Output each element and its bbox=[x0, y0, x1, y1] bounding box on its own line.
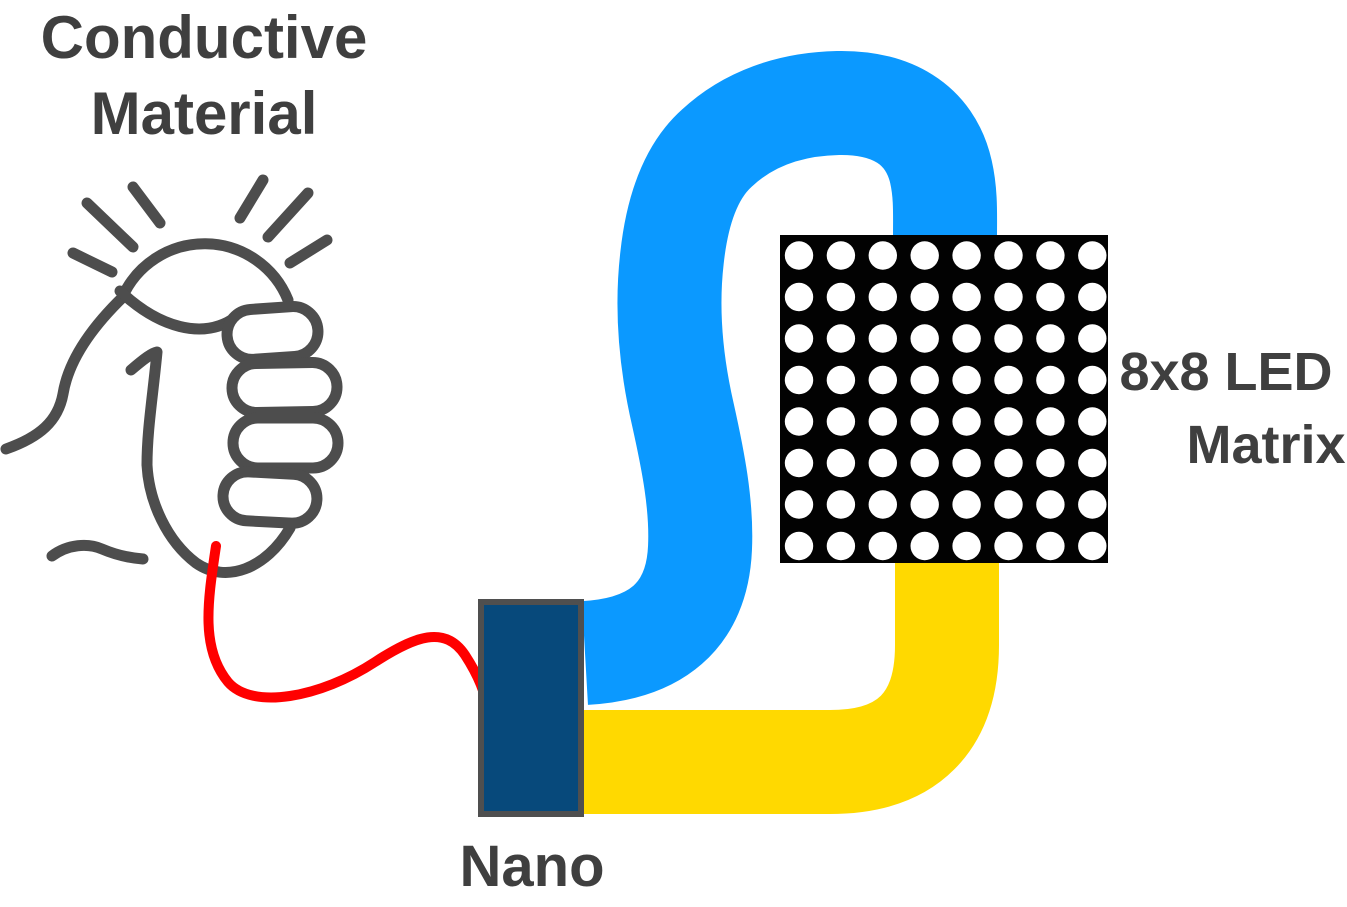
led-dot bbox=[868, 490, 897, 519]
led-dot bbox=[1036, 365, 1065, 395]
finger-4 bbox=[217, 466, 323, 529]
led-dot bbox=[1078, 365, 1107, 395]
led-dot bbox=[952, 365, 981, 395]
led-dot bbox=[868, 407, 897, 436]
led-dot bbox=[1078, 448, 1107, 478]
sparkle-lines-icon bbox=[67, 174, 333, 278]
led-dot bbox=[910, 282, 939, 312]
led-dot bbox=[1036, 490, 1065, 519]
led-dot bbox=[784, 407, 814, 436]
finger-1 bbox=[221, 301, 324, 365]
yellow-wire bbox=[582, 562, 999, 814]
thumb-line bbox=[114, 285, 242, 335]
led-dot bbox=[826, 282, 856, 312]
led-dot bbox=[868, 282, 897, 312]
led-dot bbox=[826, 365, 856, 395]
conductive-material-label-line2: Material bbox=[90, 80, 318, 147]
led-dot bbox=[910, 324, 939, 353]
led-dot bbox=[826, 241, 856, 270]
palm-outline bbox=[125, 346, 296, 578]
led-dot bbox=[994, 448, 1023, 478]
led-dot bbox=[1078, 282, 1107, 312]
led-dot bbox=[952, 448, 981, 478]
led-dot bbox=[994, 365, 1023, 395]
red-wire bbox=[203, 541, 493, 717]
led-matrix bbox=[780, 235, 1108, 563]
led-dot bbox=[868, 324, 897, 353]
led-dot bbox=[826, 531, 856, 561]
led-dot bbox=[910, 531, 939, 561]
led-dot bbox=[952, 241, 981, 270]
led-dot bbox=[994, 490, 1023, 519]
led-dot bbox=[784, 531, 814, 561]
led-dot bbox=[1078, 407, 1107, 436]
led-dot bbox=[1036, 448, 1065, 478]
led-dot bbox=[952, 324, 981, 353]
led-dot bbox=[910, 490, 939, 519]
led-dot bbox=[868, 531, 897, 561]
led-dot bbox=[994, 282, 1023, 312]
led-dot bbox=[826, 448, 856, 478]
led-matrix-label: 8x8 LED Matrix bbox=[1110, 336, 1345, 482]
led-dot bbox=[952, 531, 981, 561]
led-dot bbox=[826, 324, 856, 353]
led-dot bbox=[994, 241, 1023, 270]
led-dot bbox=[1036, 407, 1065, 436]
led-dot bbox=[1036, 241, 1065, 270]
arm-top-line bbox=[0, 290, 130, 455]
finger-3 bbox=[227, 412, 344, 474]
led-dot bbox=[784, 282, 814, 312]
led-matrix-label-line2: Matrix bbox=[1186, 415, 1346, 475]
led-dot bbox=[784, 490, 814, 519]
squeeze-ball-outline bbox=[116, 238, 294, 306]
led-dot bbox=[784, 241, 814, 270]
blue-wire bbox=[580, 51, 998, 705]
led-dot bbox=[826, 490, 856, 519]
led-dot bbox=[910, 448, 939, 478]
led-dot bbox=[784, 448, 814, 478]
led-dot bbox=[1078, 490, 1107, 519]
led-dot bbox=[868, 241, 897, 270]
nano-label: Nano bbox=[459, 834, 605, 899]
led-dot bbox=[952, 282, 981, 312]
led-dot bbox=[1078, 531, 1107, 561]
wrist-bottom-line bbox=[46, 539, 149, 565]
finger-2 bbox=[226, 357, 343, 418]
led-dot bbox=[826, 407, 856, 436]
led-matrix-label-line1: 8x8 LED bbox=[1119, 342, 1333, 402]
led-dot bbox=[1036, 282, 1065, 312]
conductive-material-label: Conductive Material bbox=[16, 0, 392, 152]
led-dot bbox=[910, 241, 939, 270]
led-dot-grid bbox=[784, 241, 1107, 561]
led-dot bbox=[952, 490, 981, 519]
led-dot bbox=[1078, 241, 1107, 270]
led-dot bbox=[994, 407, 1023, 436]
led-dot bbox=[784, 324, 814, 353]
fingers bbox=[217, 301, 344, 529]
nano-board bbox=[478, 599, 584, 817]
led-dot bbox=[994, 324, 1023, 353]
led-dot bbox=[1078, 324, 1107, 353]
led-dot bbox=[1036, 324, 1065, 353]
led-dot bbox=[868, 448, 897, 478]
fist-squeeze-icon bbox=[0, 174, 344, 578]
led-dot bbox=[910, 365, 939, 395]
conductive-material-label-line1: Conductive bbox=[40, 4, 368, 71]
led-dot bbox=[952, 407, 981, 436]
led-dot bbox=[910, 407, 939, 436]
led-dot bbox=[868, 365, 897, 395]
led-dot bbox=[1036, 531, 1065, 561]
led-dot bbox=[784, 365, 814, 395]
led-dot bbox=[994, 531, 1023, 561]
